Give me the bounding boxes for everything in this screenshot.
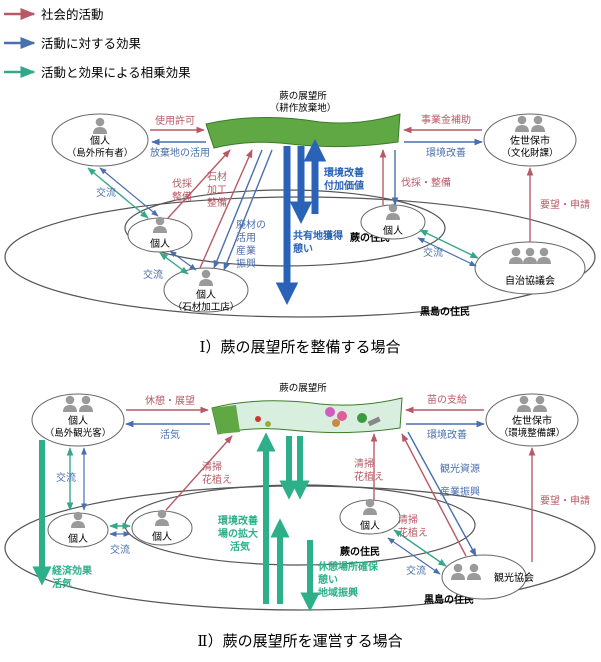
svg-text:自治協議会: 自治協議会: [505, 274, 555, 287]
site-title: 蕨の展望所: [279, 382, 327, 394]
warabi-residents-label: 蕨の住民: [340, 545, 380, 558]
svg-text:（島外所有者）: （島外所有者）: [67, 147, 134, 159]
legend-synergy: 活動と効果による相乗効果: [4, 65, 191, 80]
svg-text:佐世保市: 佐世保市: [512, 414, 552, 427]
svg-text:花植え: 花植え: [398, 526, 428, 539]
svg-text:交流: 交流: [56, 471, 76, 484]
svg-text:活動に対する効果: 活動に対する効果: [41, 36, 142, 51]
svg-text:整備: 整備: [207, 196, 227, 209]
tourist-node: [31, 393, 125, 447]
panel-1: 蕨の住民 黒島の住民 蕨の展望所 （耕作放棄地） 個人 （島外所有者） 佐世保市…: [4, 90, 596, 356]
stone-shop-node: [163, 267, 249, 313]
svg-text:環境改善: 環境改善: [427, 428, 467, 441]
svg-text:個人: 個人: [68, 532, 88, 545]
viewpoint-site-shape: [211, 397, 403, 435]
svg-text:放棄地の活用: 放棄地の活用: [150, 146, 210, 159]
svg-text:場の拡大: 場の拡大: [218, 527, 258, 540]
svg-text:活気: 活気: [52, 577, 72, 590]
svg-text:清掃: 清掃: [398, 513, 418, 526]
svg-text:休憩・展望: 休憩・展望: [145, 394, 195, 407]
svg-text:交流: 交流: [406, 564, 426, 577]
panel-2-caption: Ⅱ）蕨の展望所を運営する場合: [197, 632, 402, 650]
svg-text:憩い: 憩い: [318, 573, 338, 586]
site-subtitle: （耕作放棄地）: [270, 102, 337, 114]
city-node: [483, 113, 577, 167]
svg-text:環境改善: 環境改善: [218, 514, 258, 527]
people-icon: [509, 248, 551, 264]
site-title: 蕨の展望所: [279, 90, 327, 102]
svg-text:石材: 石材: [207, 170, 227, 183]
legend: 社会的活動 活動に対する効果 活動と効果による相乗効果: [4, 7, 191, 80]
svg-text:清掃: 清掃: [354, 457, 374, 470]
svg-text:産業振興: 産業振興: [440, 485, 480, 498]
svg-text:使用許可: 使用許可: [155, 114, 195, 127]
svg-text:伐採・整備: 伐採・整備: [401, 176, 451, 189]
svg-text:振興: 振興: [236, 257, 256, 270]
svg-text:個人: 個人: [383, 224, 403, 237]
svg-text:花植え: 花植え: [354, 470, 384, 483]
svg-text:個人: 個人: [152, 530, 172, 543]
svg-text:産業: 産業: [236, 244, 256, 257]
svg-text:個人: 個人: [90, 134, 110, 147]
svg-text:加工: 加工: [207, 184, 227, 196]
kuroshima-residents-label: 黒島の住民: [424, 593, 474, 606]
farmland-site-shape: [205, 113, 401, 149]
svg-text:活気: 活気: [230, 540, 250, 553]
svg-text:環境改善: 環境改善: [324, 166, 364, 179]
outsider-node: [51, 113, 149, 167]
svg-text:伐採: 伐採: [172, 177, 192, 190]
svg-text:事業金補助: 事業金補助: [421, 113, 471, 126]
svg-text:活動と効果による相乗効果: 活動と効果による相乗効果: [41, 65, 191, 80]
panel-1-caption: Ⅰ）蕨の展望所を整備する場合: [200, 338, 401, 356]
svg-text:（文化財課）: （文化財課）: [501, 147, 558, 159]
svg-text:（島外観光客）: （島外観光客）: [45, 427, 112, 439]
svg-text:活用: 活用: [236, 232, 256, 244]
svg-text:個人: 個人: [68, 414, 88, 427]
tourism-assoc-node: [441, 554, 527, 600]
svg-text:個人: 個人: [150, 237, 170, 250]
svg-text:（石材加工店）: （石材加工店）: [173, 301, 240, 313]
svg-text:憩い: 憩い: [293, 242, 313, 255]
svg-text:観光協会: 観光協会: [494, 571, 534, 584]
svg-text:整備: 整備: [172, 190, 192, 203]
flowers: [255, 407, 381, 427]
kuroshima-residents-label: 黒島の住民: [420, 305, 470, 318]
svg-text:休憩場所確保: 休憩場所確保: [317, 560, 379, 573]
svg-text:交流: 交流: [110, 543, 130, 556]
legend-social: 社会的活動: [4, 7, 104, 22]
svg-text:活気: 活気: [160, 428, 180, 441]
svg-text:交流: 交流: [423, 246, 443, 259]
svg-text:交流: 交流: [143, 268, 163, 281]
svg-text:廃材の: 廃材の: [236, 218, 266, 231]
svg-text:要望・申請: 要望・申請: [540, 198, 590, 211]
svg-text:共有地獲得: 共有地獲得: [293, 229, 343, 242]
svg-text:清掃: 清掃: [202, 460, 222, 473]
svg-text:交流: 交流: [96, 186, 116, 199]
svg-text:環境改善: 環境改善: [426, 146, 466, 159]
svg-text:経済効果: 経済効果: [52, 564, 93, 577]
city-node: [485, 393, 579, 447]
svg-text:観光資源: 観光資源: [440, 462, 480, 475]
svg-text:個人: 個人: [196, 288, 216, 301]
svg-text:花植え: 花植え: [202, 473, 232, 486]
svg-text:要望・申請: 要望・申請: [540, 494, 590, 507]
svg-text:佐世保市: 佐世保市: [510, 134, 550, 147]
panel-2: 蕨の住民 黒島の住民 蕨の展望所 個人 （島外観光客） 佐世保市 （環境整備課）…: [4, 382, 596, 650]
legend-effect: 活動に対する効果: [4, 36, 142, 51]
svg-text:苗の支給: 苗の支給: [427, 393, 467, 406]
svg-text:付加価値: 付加価値: [324, 179, 364, 192]
svg-text:社会的活動: 社会的活動: [41, 7, 104, 22]
svg-text:（環境整備課）: （環境整備課）: [499, 427, 566, 439]
svg-text:地域振興: 地域振興: [318, 586, 358, 599]
svg-text:個人: 個人: [360, 519, 380, 532]
